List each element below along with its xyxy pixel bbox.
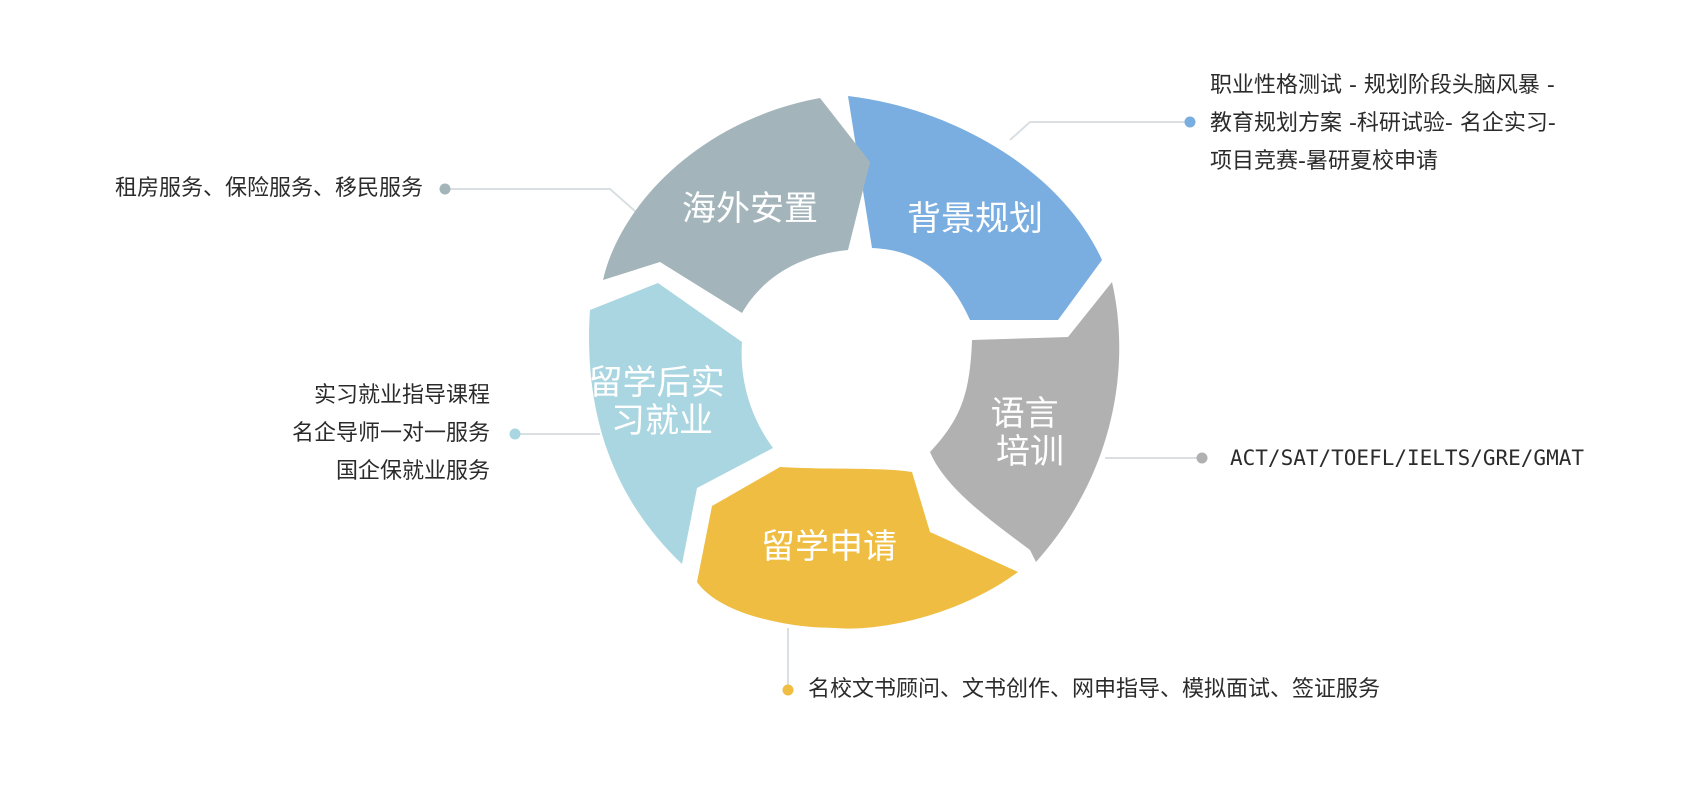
dot-internship [509, 428, 521, 440]
connector-background-planning [1009, 121, 1190, 141]
desc-line: 教育规划方案 -科研试验- 名企实习- [1210, 111, 1556, 136]
desc-application: 名校文书顾问、文书创作、网申指导、模拟面试、签证服务 [808, 671, 1380, 709]
segment-application[interactable] [697, 467, 1018, 629]
desc-line: 国企保就业服务 [335, 459, 490, 484]
desc-line: 实习就业指导课程 [313, 383, 490, 408]
segment-language-training[interactable] [930, 282, 1120, 562]
connector-overseas [445, 188, 637, 213]
desc-internship-employment: 实习就业指导课程 名企导师一对一服务 国企保就业服务 [292, 377, 490, 491]
segment-internship-employment[interactable] [589, 283, 773, 564]
connector-lines [445, 121, 1202, 690]
segment-background-planning[interactable] [848, 96, 1102, 320]
label-overseas-settlement: 海外安置 [682, 189, 818, 229]
desc-line: 职业性格测试 - 规划阶段头脑风暴 - [1210, 73, 1555, 98]
label-application: 留学申请 [761, 527, 897, 567]
dot-overseas [439, 183, 451, 195]
dot-application [782, 684, 794, 696]
connector-dots [439, 116, 1208, 696]
desc-line: 项目竞赛-暑研夏校申请 [1210, 149, 1438, 174]
label-language-training: 语言 培训 [991, 394, 1070, 472]
segment-labels: 背景规划 语言 培训 留学申请 留学后实 习就业 海外安置 [589, 189, 1070, 567]
desc-line: ACT/SAT/TOEFL/IELTS/GRE/GMAT [1230, 446, 1585, 470]
dot-language-training [1196, 452, 1208, 464]
dot-background-planning [1184, 116, 1196, 128]
desc-line: 名校文书顾问、文书创作、网申指导、模拟面试、签证服务 [808, 677, 1381, 702]
desc-line: 租房服务、保险服务、移民服务 [114, 176, 423, 201]
label-background-planning: 背景规划 [907, 199, 1043, 239]
label-internship-employment: 留学后实 习就业 [589, 363, 736, 441]
desc-background-planning: 职业性格测试 - 规划阶段头脑风暴 - 教育规划方案 -科研试验- 名企实习- … [1210, 67, 1556, 181]
desc-line: 名企导师一对一服务 [291, 421, 490, 446]
ring [589, 96, 1120, 629]
desc-language-training: ACT/SAT/TOEFL/IELTS/GRE/GMAT [1230, 439, 1584, 477]
segment-overseas-settlement[interactable] [603, 98, 870, 313]
desc-overseas-settlement: 租房服务、保险服务、移民服务 [115, 170, 423, 208]
